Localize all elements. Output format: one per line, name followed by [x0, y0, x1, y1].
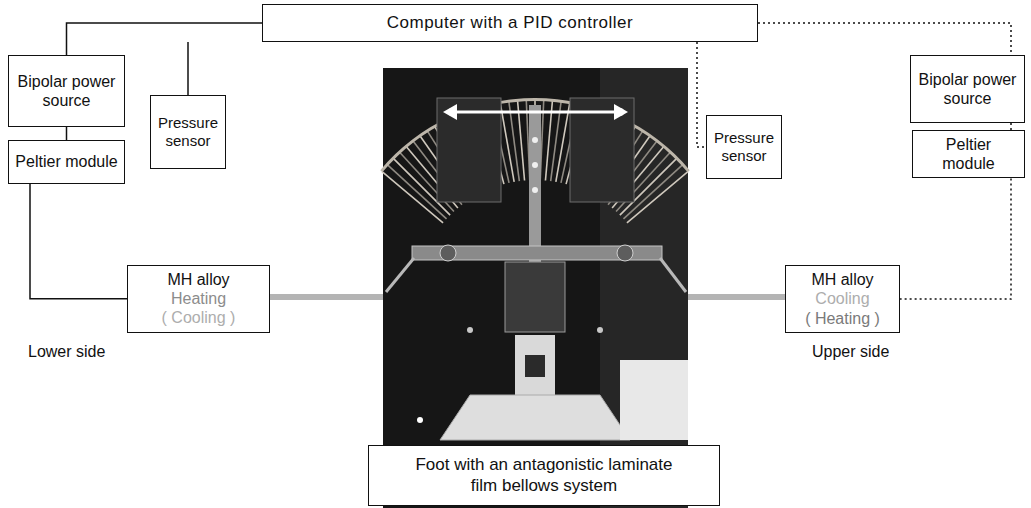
- photo-part: [617, 245, 633, 261]
- photo-part: [437, 98, 501, 202]
- photo-part: [417, 417, 423, 423]
- photo-part: [440, 245, 456, 261]
- box-text: ( Cooling ): [162, 308, 236, 327]
- dotted-wire: [900, 178, 1011, 299]
- photo-part: [570, 98, 634, 202]
- bellows-part: [556, 103, 570, 182]
- wire: [67, 23, 263, 55]
- wire: [30, 184, 127, 299]
- dotted-wire: [1010, 123, 1012, 130]
- photo-part: [383, 68, 688, 508]
- box-text: MH alloy: [811, 270, 873, 289]
- dotted-wire: [697, 42, 706, 147]
- photo-part: [412, 246, 662, 260]
- power-source-box: Bipolar power source: [910, 55, 1025, 123]
- box-text: ( Heating ): [805, 309, 880, 328]
- box-text: Peltier module: [918, 135, 1019, 173]
- box-text: Bipolar power source: [14, 72, 119, 110]
- caption-box: Foot with an antagonistic laminate film …: [368, 445, 720, 506]
- wire: [187, 42, 189, 95]
- photo-part: [451, 111, 620, 114]
- photo-part: [532, 137, 538, 143]
- peltier-box: Peltier module: [912, 130, 1025, 178]
- photo-part: [505, 262, 565, 332]
- photo-part: [620, 360, 688, 440]
- controller-box: Computer with a PID controller: [262, 4, 758, 42]
- gas-tube-part: [268, 294, 385, 300]
- gas-tube-part: [686, 294, 787, 300]
- box-text: Peltier module: [15, 152, 117, 171]
- photo: [380, 68, 689, 508]
- dotted-wire: [758, 23, 1011, 55]
- box-text: MH alloy: [167, 270, 229, 289]
- side-label: Lower side: [28, 343, 105, 361]
- bellows-part: [500, 103, 514, 182]
- mh-alloy-box: MH alloyHeating( Cooling ): [127, 265, 270, 333]
- photo-part: [443, 104, 457, 120]
- power-source-box: Bipolar power source: [8, 55, 125, 127]
- box-text: Pressure sensor: [712, 129, 776, 165]
- box-text: Pressure sensor: [156, 114, 220, 150]
- box-text: Cooling: [815, 289, 869, 308]
- box-text: Heating: [171, 289, 226, 308]
- photo-part: [532, 162, 538, 168]
- mh-alloy-box: MH alloyCooling( Heating ): [785, 265, 900, 333]
- peltier-box: Peltier module: [8, 140, 125, 184]
- side-label: Upper side: [812, 343, 889, 361]
- box-text: Foot with an antagonistic laminate film …: [413, 455, 675, 496]
- bellows-part: [509, 102, 519, 181]
- photo-part: [532, 187, 538, 193]
- photo-part: [525, 355, 545, 377]
- box-text: Computer with a PID controller: [387, 13, 633, 33]
- bellows-part: [627, 171, 688, 222]
- photo-part: [614, 104, 628, 120]
- sensor-box: Pressure sensor: [706, 115, 782, 179]
- photo-part: [440, 395, 630, 440]
- photo-part: [515, 335, 555, 395]
- wire: [66, 127, 68, 140]
- photo-part: [660, 258, 686, 292]
- photo-part: [597, 327, 603, 333]
- bellows-part: [551, 102, 561, 181]
- sensor-box: Pressure sensor: [150, 95, 226, 169]
- box-text: Bipolar power source: [916, 70, 1019, 108]
- photo-part: [467, 327, 473, 333]
- photo-part: [386, 258, 414, 292]
